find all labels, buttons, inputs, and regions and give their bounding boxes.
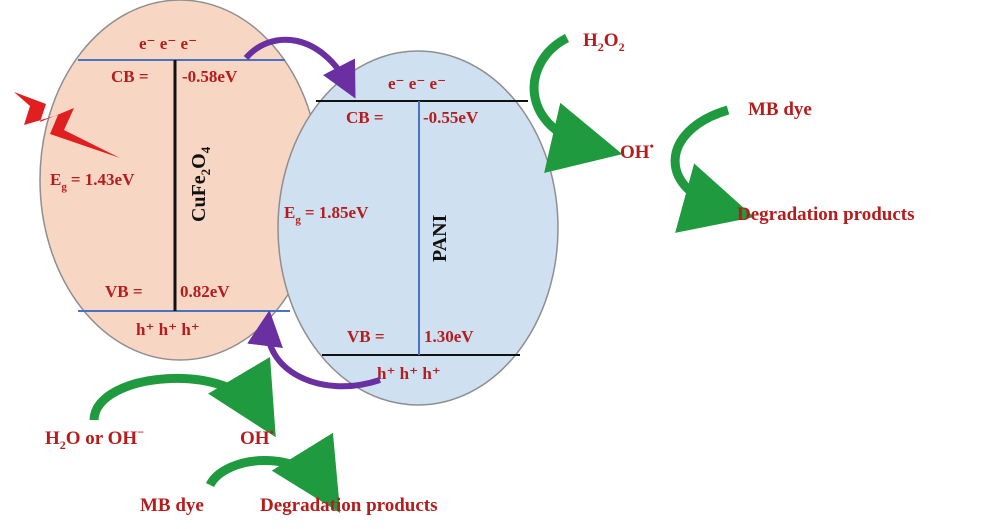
cufe2o4-name: CuFe2O4 xyxy=(188,146,213,222)
cufe2o4-electrons: e⁻ e⁻ e⁻ xyxy=(139,34,197,53)
degradation-products-label-bottom: Degradation products xyxy=(260,495,438,516)
cufe2o4-vb-value: 0.82eV xyxy=(180,282,230,301)
pani-eg-label: Eg= 1.85eV xyxy=(284,203,369,226)
h2o2-to-oh-arrow xyxy=(529,33,623,173)
mb-dye-label-bottom: MB dye xyxy=(140,495,204,516)
hole-transfer-arrow xyxy=(247,310,381,390)
water-label: H2O or OH− xyxy=(45,425,144,452)
mb-to-products-arrow-bottom xyxy=(205,432,341,513)
mb-dye-label-right: MB dye xyxy=(748,99,812,120)
oh-radical-label-bottom: OH• xyxy=(240,425,274,449)
pani-cb-value: -0.55eV xyxy=(423,108,479,127)
cufe2o4-cb-label: CB = xyxy=(111,67,149,86)
cufe2o4-cb-value: -0.58eV xyxy=(182,67,238,86)
electron-transfer-arrow xyxy=(243,36,356,99)
pani-electrons: e⁻ e⁻ e⁻ xyxy=(388,74,446,93)
pani-vb-value: 1.30eV xyxy=(424,327,474,346)
cufe2o4-vb-label: VB = xyxy=(105,282,143,301)
pani-holes: h⁺ h⁺ h⁺ xyxy=(377,364,441,383)
mb-to-products-arrow-right xyxy=(670,105,755,233)
water-to-oh-arrow xyxy=(89,356,276,438)
cufe2o4-holes: h⁺ h⁺ h⁺ xyxy=(136,320,200,339)
pani-cb-label: CB = xyxy=(346,108,384,127)
h2o2-label: H2O2 xyxy=(583,30,625,54)
lightning-bolt-icon xyxy=(14,92,120,158)
cufe2o4-eg-label: Eg= 1.43eV xyxy=(50,170,135,193)
pani-name: PANI xyxy=(429,214,451,262)
oh-radical-label-right: OH• xyxy=(620,139,654,163)
pani-vb-label: VB = xyxy=(347,327,385,346)
degradation-products-label-right: Degradation products xyxy=(737,204,915,225)
